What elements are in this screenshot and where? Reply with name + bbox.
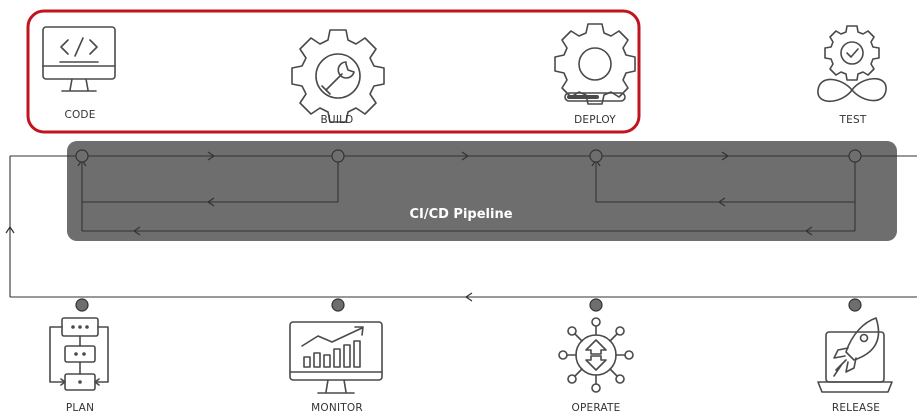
pipeline-label: CI/CD Pipeline (409, 207, 512, 222)
bottom-nodes (75, 298, 862, 312)
stage-label-operate: OPERATE (572, 402, 621, 414)
monitor-chart-icon (289, 321, 383, 394)
highlight-box (26, 9, 641, 134)
top-nodes (75, 149, 862, 163)
hub-arrows-icon (558, 317, 634, 393)
stage-label-build: BUILD (321, 114, 354, 126)
code-monitor-icon (42, 26, 116, 92)
pipeline-band (67, 141, 897, 241)
laptop-rocket-icon (817, 317, 893, 393)
gear-progress-icon (554, 23, 636, 105)
stage-label-test: TEST (839, 114, 867, 126)
node-deploy (589, 149, 603, 163)
node-plan (75, 298, 89, 312)
node-release (848, 298, 862, 312)
stage-label-code: CODE (64, 109, 95, 121)
node-monitor (331, 298, 345, 312)
node-build (331, 149, 345, 163)
flow-arrows (5, 151, 813, 302)
infinity-gear-check-icon (817, 25, 887, 103)
node-test (848, 149, 862, 163)
stage-label-release: RELEASE (832, 402, 880, 414)
node-code (75, 149, 89, 163)
flowchart-icon (49, 317, 109, 391)
stage-label-plan: PLAN (66, 402, 94, 414)
node-operate (589, 298, 603, 312)
stage-label-deploy: DEPLOY (574, 114, 616, 126)
stage-label-monitor: MONITOR (311, 402, 363, 414)
gear-wrench-icon (291, 29, 385, 123)
